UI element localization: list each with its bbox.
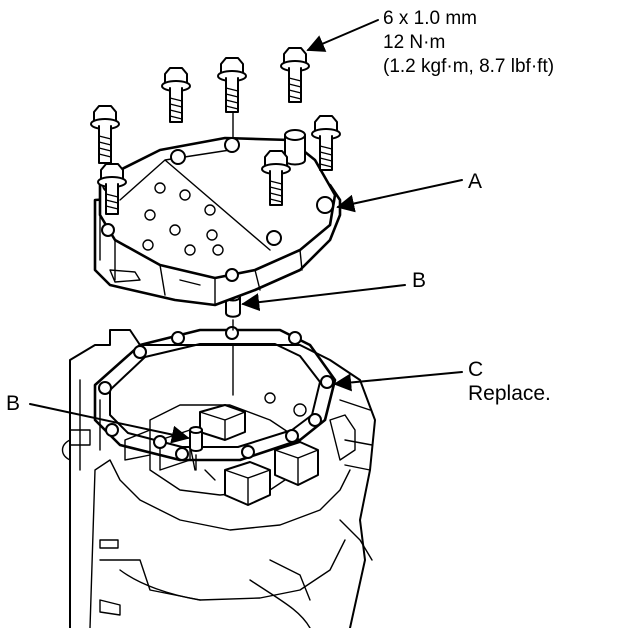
leader-c bbox=[333, 371, 463, 392]
callout-c: C bbox=[468, 358, 483, 381]
bolt-4 bbox=[90, 105, 120, 164]
gasket-bolt-holes bbox=[98, 326, 334, 461]
transmission-housing bbox=[61, 329, 376, 629]
bolt-5 bbox=[311, 115, 341, 171]
spec-leader bbox=[306, 19, 379, 52]
leader-b-lower bbox=[29, 403, 190, 444]
leader-lines bbox=[29, 19, 463, 444]
leader-b-upper bbox=[241, 284, 406, 312]
cover-ports bbox=[142, 182, 224, 256]
dowel-pin-lower bbox=[189, 426, 203, 452]
alignment-lines bbox=[195, 111, 234, 471]
cover-a bbox=[93, 129, 342, 307]
bolt-2 bbox=[217, 57, 247, 113]
bolt-3 bbox=[161, 67, 191, 123]
bolt-1 bbox=[280, 47, 310, 103]
spec-torque-nm: 12 N·m bbox=[383, 32, 445, 53]
spec-torque-alt: (1.2 kgf·m, 8.7 lbf·ft) bbox=[383, 56, 554, 77]
leader-a bbox=[336, 179, 463, 213]
flange-bolts bbox=[90, 47, 341, 215]
valve-body-internals bbox=[124, 392, 319, 506]
gasket-c bbox=[93, 326, 337, 462]
bolt-7 bbox=[261, 150, 291, 206]
callout-c-note: Replace. bbox=[468, 382, 551, 405]
callout-b-upper: B bbox=[412, 269, 426, 292]
callout-a: A bbox=[468, 170, 482, 193]
bolt-6 bbox=[97, 163, 127, 215]
callout-b-lower: B bbox=[6, 392, 20, 415]
spec-text: 6 x 1.0 mm 12 N·m (1.2 kgf·m, 8.7 lbf·ft… bbox=[383, 8, 554, 77]
spec-size: 6 x 1.0 mm bbox=[383, 8, 477, 29]
cover-bolt-bosses bbox=[101, 137, 334, 282]
